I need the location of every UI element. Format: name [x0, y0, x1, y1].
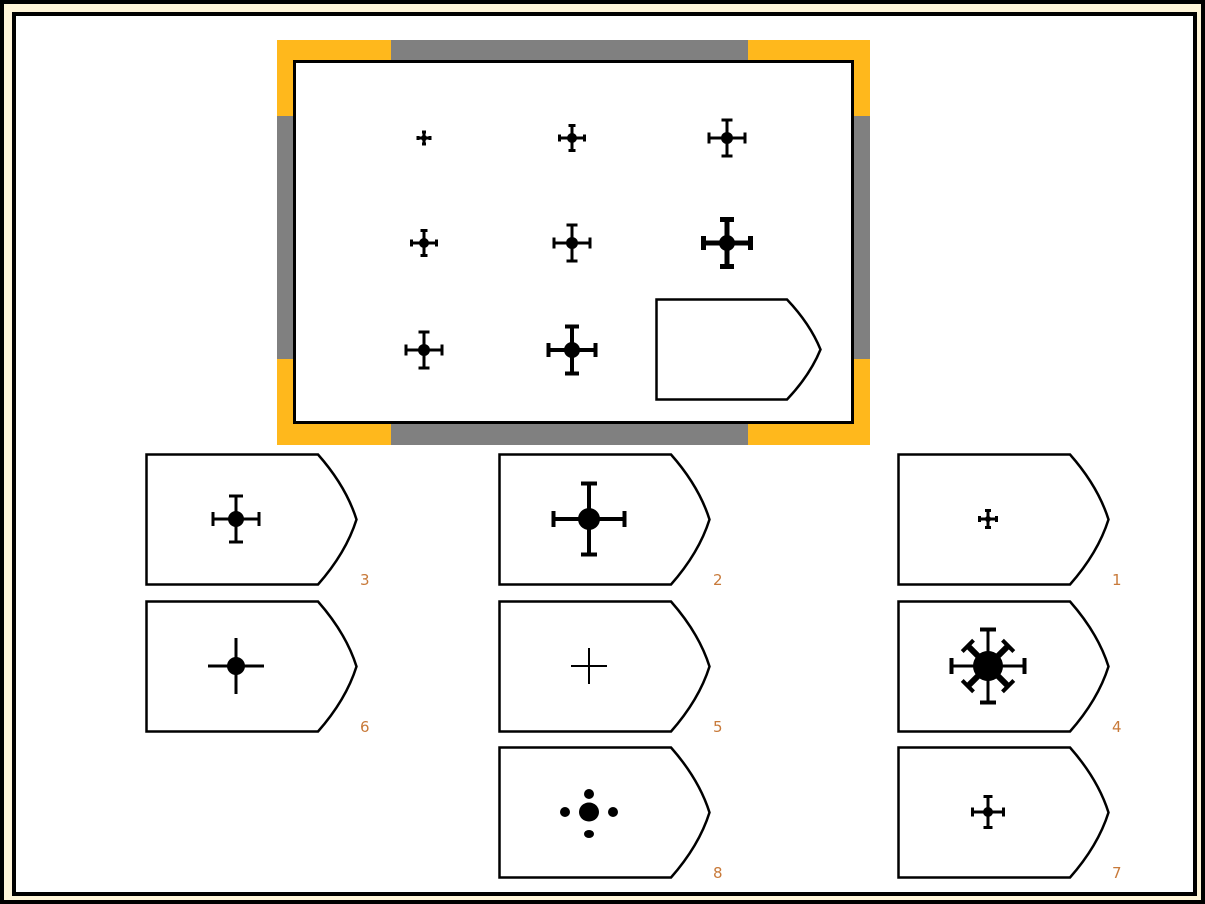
matrix-corner-top-right [748, 40, 870, 60]
matrix-cell [404, 330, 444, 370]
matrix-cell [707, 118, 747, 158]
cross-icon [707, 118, 747, 158]
option-card-5[interactable]: 5 [498, 600, 723, 736]
option-number: 7 [1112, 864, 1122, 882]
plain-cross-with-dot-icon [208, 638, 264, 694]
option-card-1[interactable]: 1 [897, 453, 1122, 589]
matrix-cell [416, 130, 432, 146]
option-card-outline [897, 453, 1110, 586]
option-figure [897, 746, 1110, 879]
option-card-7[interactable]: 7 [897, 746, 1122, 882]
option-figure [897, 600, 1110, 733]
cross-icon [552, 223, 592, 263]
option-number: 4 [1112, 718, 1122, 736]
matrix-corner-bottom-right-side [854, 359, 870, 445]
matrix-cell [546, 324, 598, 376]
option-figure [498, 746, 711, 879]
matrix-cell [701, 217, 753, 269]
matrix-corner-top-left-side [277, 40, 293, 116]
cross-icon [551, 481, 627, 557]
cross-icon [404, 330, 444, 370]
option-figure [145, 453, 358, 586]
option-figure [498, 453, 711, 586]
cross-icon [211, 494, 261, 544]
cross-icon [416, 130, 432, 146]
cross-icon [971, 795, 1005, 829]
cross-icon [978, 509, 998, 529]
option-card-8[interactable]: 8 [498, 746, 723, 882]
option-number: 5 [713, 718, 723, 736]
dots-pattern-icon [560, 789, 618, 838]
cross-icon [410, 229, 438, 257]
option-figure [897, 453, 1110, 586]
option-figure [498, 600, 711, 733]
cross-icon [546, 324, 598, 376]
matrix-corner-bottom-left [277, 424, 391, 445]
option-figure [145, 600, 358, 733]
option-card-6[interactable]: 6 [145, 600, 370, 736]
matrix-cell [558, 124, 586, 152]
option-number: 8 [713, 864, 723, 882]
cross-icon [558, 124, 586, 152]
option-number: 6 [360, 718, 370, 736]
cross-icon [701, 217, 753, 269]
matrix-corner-bottom-right [748, 424, 870, 445]
matrix-corner-top-left [277, 40, 391, 60]
matrix-corner-top-right-side [854, 40, 870, 116]
matrix-cell [552, 223, 592, 263]
matrix-corner-bottom-left-side [277, 359, 293, 445]
matrix-cell [410, 229, 438, 257]
answer-slot-outline [655, 298, 822, 401]
option-card-2[interactable]: 2 [498, 453, 723, 589]
option-card-3[interactable]: 3 [145, 453, 370, 589]
option-number: 3 [360, 571, 370, 589]
option-card-4[interactable]: 4 [897, 600, 1122, 736]
answer-slot[interactable] [655, 298, 822, 401]
option-card-outline [498, 746, 711, 879]
eight-arm-star-icon [949, 627, 1027, 705]
plain-cross-icon [571, 648, 607, 684]
option-number: 2 [713, 571, 723, 589]
option-number: 1 [1112, 571, 1122, 589]
